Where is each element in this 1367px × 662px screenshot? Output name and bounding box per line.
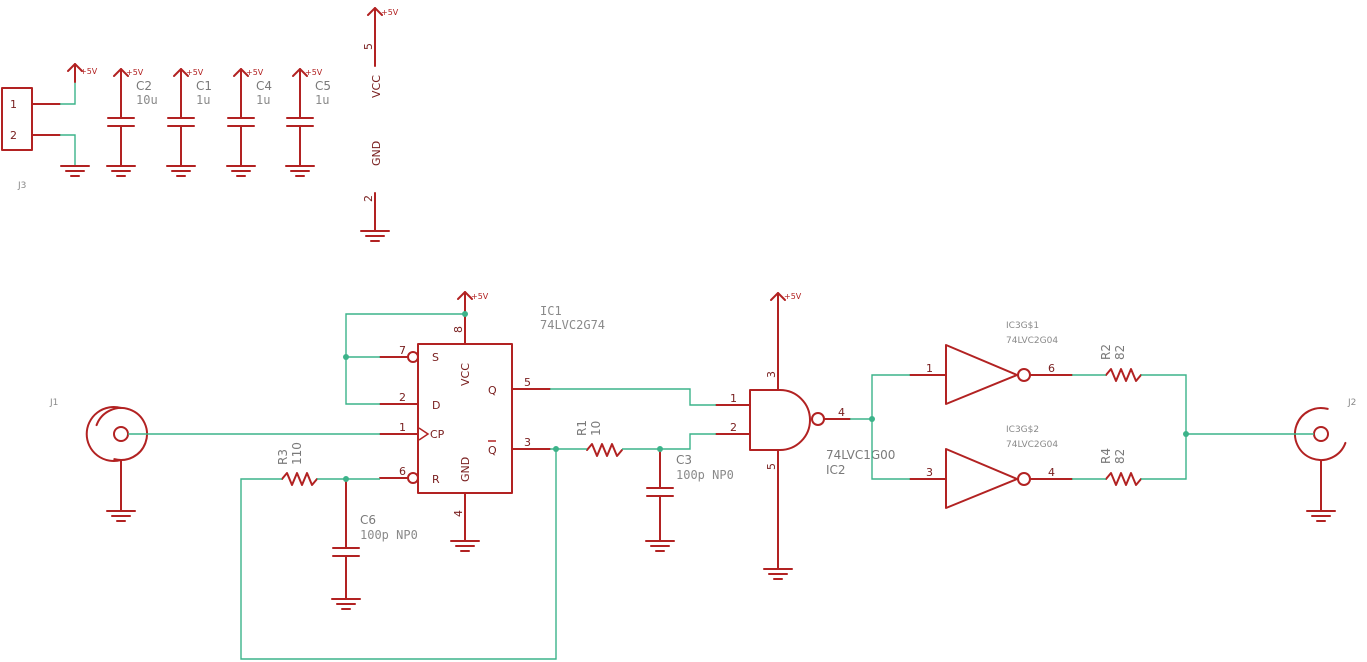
- resistor-r2: R2 82: [1099, 344, 1142, 382]
- ic1-flipflop: IC1 74LVC2G74 +5V 8 VCC 7 S 2 D 1 CP 6 R…: [379, 291, 605, 552]
- connector-j3: 1 2 J3: [1, 87, 61, 191]
- ic2-pin2: 2: [730, 421, 737, 434]
- ground-icon: [60, 165, 90, 177]
- ic1-pin3: 3: [524, 436, 531, 449]
- j3-plus5v-symbol: +5V: [67, 63, 98, 83]
- r1-value: 10: [589, 421, 603, 436]
- pwr-vcc-label: VCC: [370, 75, 383, 98]
- ic2-pin5: 5: [765, 463, 778, 470]
- ic2-pin1: 1: [730, 392, 737, 405]
- j2-ref: J2: [1347, 398, 1356, 408]
- c4-ref: C4: [256, 79, 272, 93]
- ic2-ref: IC2: [826, 463, 846, 477]
- power-label: +5V: [471, 292, 489, 301]
- ic3b-pin-in: 3: [926, 466, 933, 479]
- c6-ref: C6: [360, 513, 376, 527]
- c3-ref: C3: [676, 453, 692, 467]
- r1-ref: R1: [575, 420, 589, 436]
- r2-ref: R2: [1099, 344, 1113, 360]
- capacitor-c2: +5V C2 10u: [106, 68, 158, 177]
- capacitor-c6: C6 100p NP0: [331, 478, 418, 610]
- r4-ref: R4: [1099, 448, 1113, 464]
- ic1-value: 74LVC2G74: [540, 318, 605, 332]
- bnc-connector-j2: J2: [1294, 398, 1356, 522]
- ic1-q-label: Q: [488, 384, 497, 397]
- ic2-value: 74LVC1G00: [826, 448, 895, 462]
- ic1-pin2: 2: [399, 391, 406, 404]
- ic1-vcc-label: VCC: [459, 363, 472, 386]
- ic1-pin6: 6: [399, 465, 406, 478]
- r2-value: 82: [1113, 345, 1127, 360]
- r3-ref: R3: [276, 449, 290, 465]
- c4-value: 1u: [256, 93, 270, 107]
- ic2-pin4: 4: [838, 406, 845, 419]
- power-pins-block: +5V 5 2 VCC GND: [360, 7, 399, 242]
- ic3b-value: 74LVC2G04: [1006, 440, 1058, 450]
- ic3a-pin-in: 1: [926, 362, 933, 375]
- ic1-cp-label: CP: [430, 428, 445, 441]
- r4-value: 82: [1113, 449, 1127, 464]
- pwr-pin2: 2: [362, 195, 375, 202]
- c1-value: 1u: [196, 93, 210, 107]
- c1-ref: C1: [196, 79, 212, 93]
- j3-ref: J3: [17, 181, 26, 191]
- ic1-gnd-label: GND: [459, 457, 472, 482]
- resistor-r4: R4 82: [1099, 448, 1142, 486]
- capacitor-c3: C3 100p NP0: [645, 449, 734, 552]
- ic3b-pin-out: 4: [1048, 466, 1055, 479]
- pwr-gnd-label: GND: [370, 141, 383, 166]
- ic3a-pin-out: 6: [1048, 362, 1055, 375]
- ic1-r-label: R: [432, 473, 440, 486]
- ic1-s-label: S: [432, 351, 439, 364]
- capacitor-c5: +5V C5 1u: [285, 68, 331, 177]
- power-label: +5V: [186, 68, 204, 77]
- c5-value: 1u: [315, 93, 329, 107]
- capacitor-c4: +5V C4 1u: [226, 68, 272, 177]
- ic2-nand-gate: +5V 3 1 2 4 5 74LVC1G00 IC2: [715, 292, 895, 580]
- ic3a-ref: IC3G$1: [1006, 321, 1039, 331]
- power-label: +5V: [784, 292, 802, 301]
- power-label: +5V: [80, 67, 98, 76]
- ic1-pin4: 4: [452, 510, 465, 517]
- c6-value: 100p NP0: [360, 528, 418, 542]
- j3-pin1: 1: [10, 98, 17, 111]
- pwr-pin5: 5: [362, 43, 375, 50]
- ic3a-value: 74LVC2G04: [1006, 336, 1058, 346]
- power-label: +5V: [305, 68, 323, 77]
- c5-ref: C5: [315, 79, 331, 93]
- ic1-pin5: 5: [524, 376, 531, 389]
- ic3-inverter-b: 3 4 IC3G$2 74LVC2G04: [909, 425, 1073, 509]
- c3-value: 100p NP0: [676, 468, 734, 482]
- j1-ref: J1: [49, 398, 58, 408]
- resistor-r1: R1 10: [575, 420, 623, 457]
- c2-value: 10u: [136, 93, 158, 107]
- ic1-pin8: 8: [452, 326, 465, 333]
- power-label: +5V: [126, 68, 144, 77]
- ic1-pin7: 7: [399, 344, 406, 357]
- capacitor-c1: +5V C1 1u: [166, 68, 212, 177]
- ic1-d-label: D: [432, 399, 440, 412]
- j3-pin2: 2: [10, 129, 17, 142]
- ic1-ref: IC1: [540, 304, 562, 318]
- power-label: +5V: [381, 8, 399, 17]
- ic3-inverter-a: 1 6 IC3G$1 74LVC2G04: [909, 321, 1073, 405]
- resistor-r3: R3 110: [276, 442, 318, 486]
- ic2-pin3: 3: [765, 371, 778, 378]
- ic1-qbar-label: Q: [488, 444, 497, 457]
- r3-value: 110: [290, 442, 304, 465]
- power-label: +5V: [246, 68, 264, 77]
- bnc-connector-j1: J1: [49, 398, 148, 522]
- nets: [128, 311, 1314, 660]
- ic1-pin1: 1: [399, 421, 406, 434]
- c2-ref: C2: [136, 79, 152, 93]
- ic3b-ref: IC3G$2: [1006, 425, 1039, 435]
